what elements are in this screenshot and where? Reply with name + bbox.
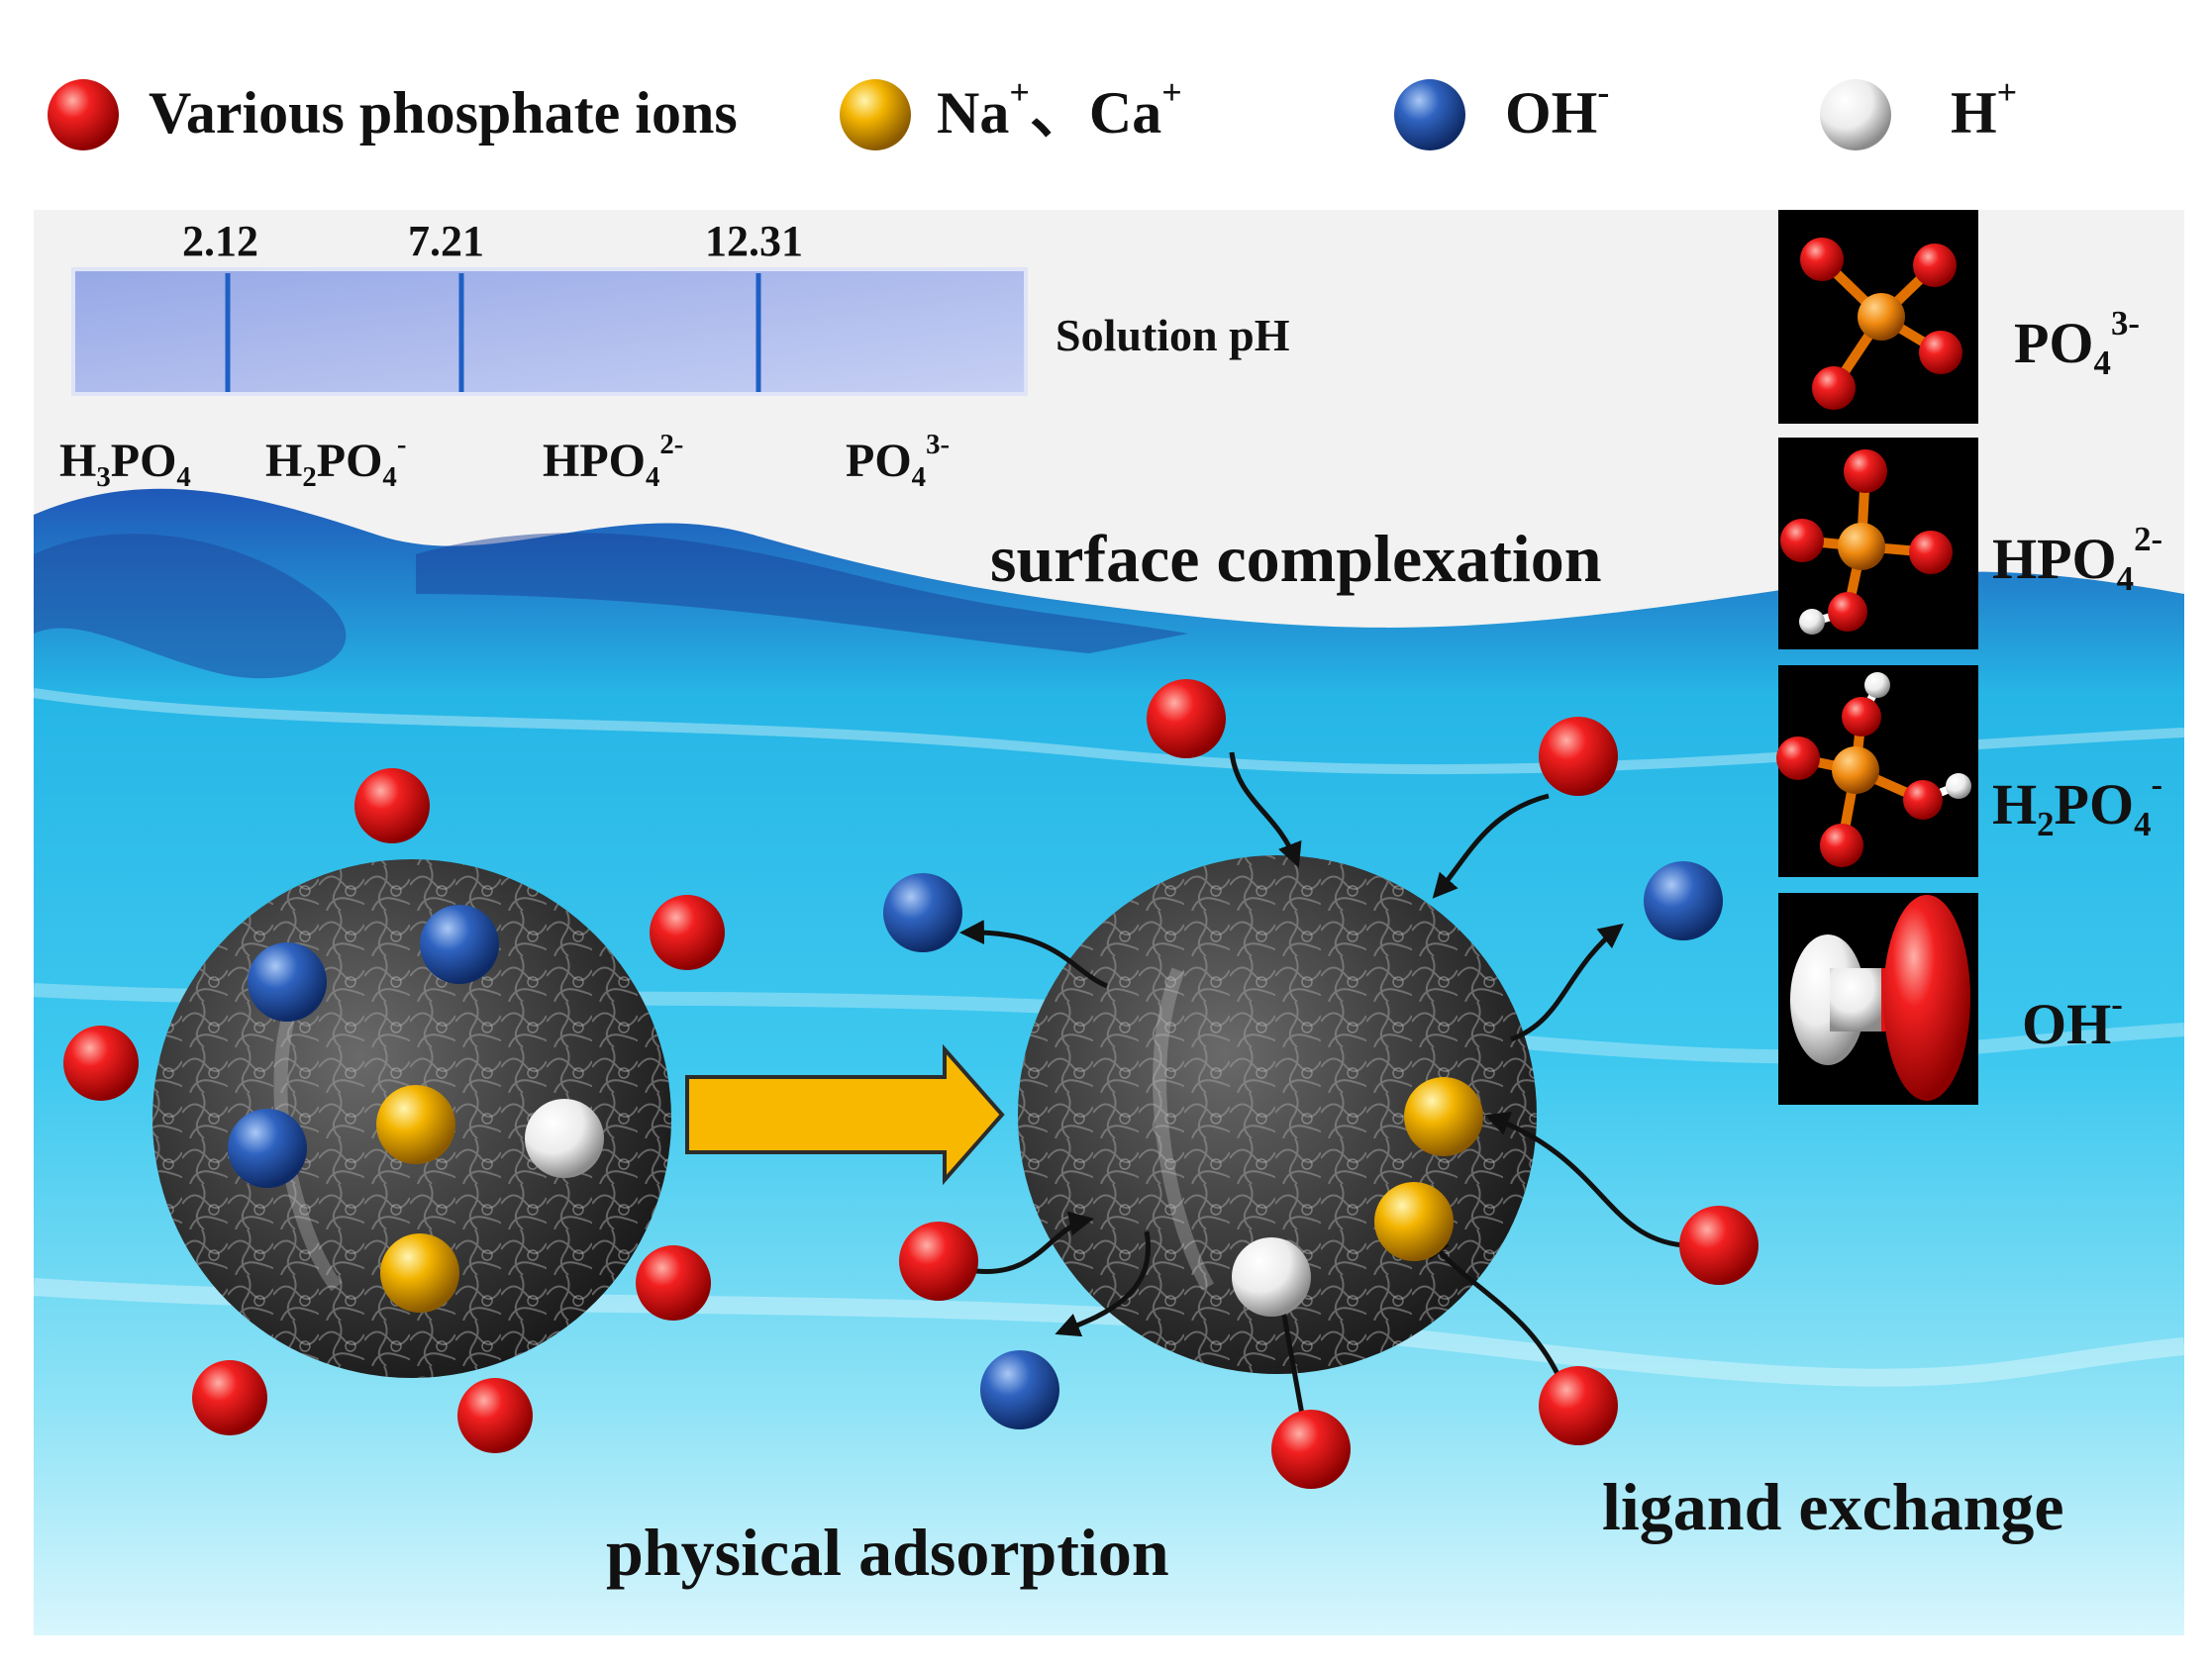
- arrow-out-oh-left: [959, 920, 1108, 989]
- arrow-ligand-exchange-1: [1484, 1112, 1684, 1248]
- label-ligand-exchange: ligand exchange: [1602, 1469, 2064, 1544]
- oh-model: [1790, 895, 1970, 1101]
- ph-scale-bar: [71, 267, 1028, 396]
- cation-ion: [376, 1085, 455, 1164]
- phosphate-ion: [1147, 679, 1226, 758]
- cation-ion: [380, 1233, 459, 1313]
- arrow-in-bottom-left: [975, 1211, 1094, 1274]
- molecule-label-oh: OH-: [2022, 985, 2123, 1056]
- hydroxide-ion: [228, 1109, 307, 1188]
- species-h2po4: H2PO4-: [265, 428, 407, 494]
- phosphate-ion: [457, 1378, 533, 1453]
- legend-proton-label: H+: [1951, 72, 2018, 146]
- phosphate-ion: [192, 1360, 267, 1435]
- phosphate-ion: [1539, 1366, 1618, 1445]
- legend-hydroxide-label: OH-: [1505, 72, 1610, 146]
- hydroxide-ion: [420, 905, 499, 984]
- po4-model: [1800, 238, 1962, 410]
- molecule-label-po4: PO43-: [2014, 304, 2140, 383]
- legend-phosphate-ball: [48, 79, 119, 150]
- species-h3po4: H3PO4: [59, 435, 191, 494]
- proton-ion: [525, 1099, 604, 1178]
- ions-after: [883, 679, 1759, 1489]
- species-hpo4: HPO42-: [543, 428, 684, 494]
- phosphate-ion: [63, 1026, 139, 1101]
- transition-arrow: [685, 1043, 1005, 1186]
- ph-tick-label-3: 12.31: [705, 217, 803, 265]
- molecule-panels: [1776, 210, 1978, 1105]
- hydroxide-ion: [248, 942, 327, 1022]
- molecule-label-hpo4: HPO42-: [1992, 520, 2163, 599]
- hydroxide-ion: [1644, 861, 1723, 940]
- hydroxide-ion: [883, 873, 962, 952]
- arrow-out-oh-right: [1510, 923, 1624, 1042]
- label-physical-adsorption: physical adsorption: [606, 1515, 1169, 1590]
- legend-cation-label: Na+、Ca+: [937, 72, 1182, 146]
- cation-ion: [1404, 1077, 1483, 1156]
- arrow-in-top-right: [1432, 793, 1550, 899]
- arrow-ligand-exchange-2: [1424, 1233, 1561, 1378]
- ph-tick-label-2: 7.21: [408, 217, 484, 265]
- legend-cation-ball: [840, 79, 911, 150]
- phosphate-ion: [354, 768, 430, 843]
- hpo4-model: [1780, 449, 1953, 635]
- legend-phosphate-label: Various phosphate ions: [149, 80, 738, 146]
- phosphate-ion: [899, 1222, 978, 1301]
- legend-hydroxide-ball: [1394, 79, 1465, 150]
- species-po4: PO43-: [846, 428, 951, 494]
- phosphate-ion: [1679, 1206, 1759, 1285]
- water-dark-patch: [34, 534, 347, 679]
- legend-proton-ball: [1820, 79, 1891, 150]
- arrow-in-top-left: [1229, 751, 1302, 868]
- cation-ion: [1374, 1182, 1454, 1261]
- phosphate-ion: [1271, 1410, 1351, 1489]
- wave-crest: [416, 533, 1188, 653]
- ph-tick-label-1: 2.12: [182, 217, 258, 265]
- label-surface-complexation: surface complexation: [990, 521, 1602, 596]
- ions-before: [63, 768, 725, 1453]
- molecule-label-h2po4: H2PO4-: [1992, 765, 2163, 844]
- phosphate-ion: [650, 895, 725, 970]
- hydroxide-ion: [980, 1350, 1059, 1429]
- phosphate-ion: [1539, 717, 1618, 796]
- ph-scale-title: Solution pH: [1056, 310, 1290, 360]
- h2po4-model: [1776, 672, 1971, 867]
- proton-ion: [1232, 1237, 1311, 1317]
- phosphate-ion: [636, 1245, 711, 1321]
- arrow-out-oh-bottom: [1055, 1230, 1152, 1337]
- sphere-crease-after: [1153, 967, 1215, 1291]
